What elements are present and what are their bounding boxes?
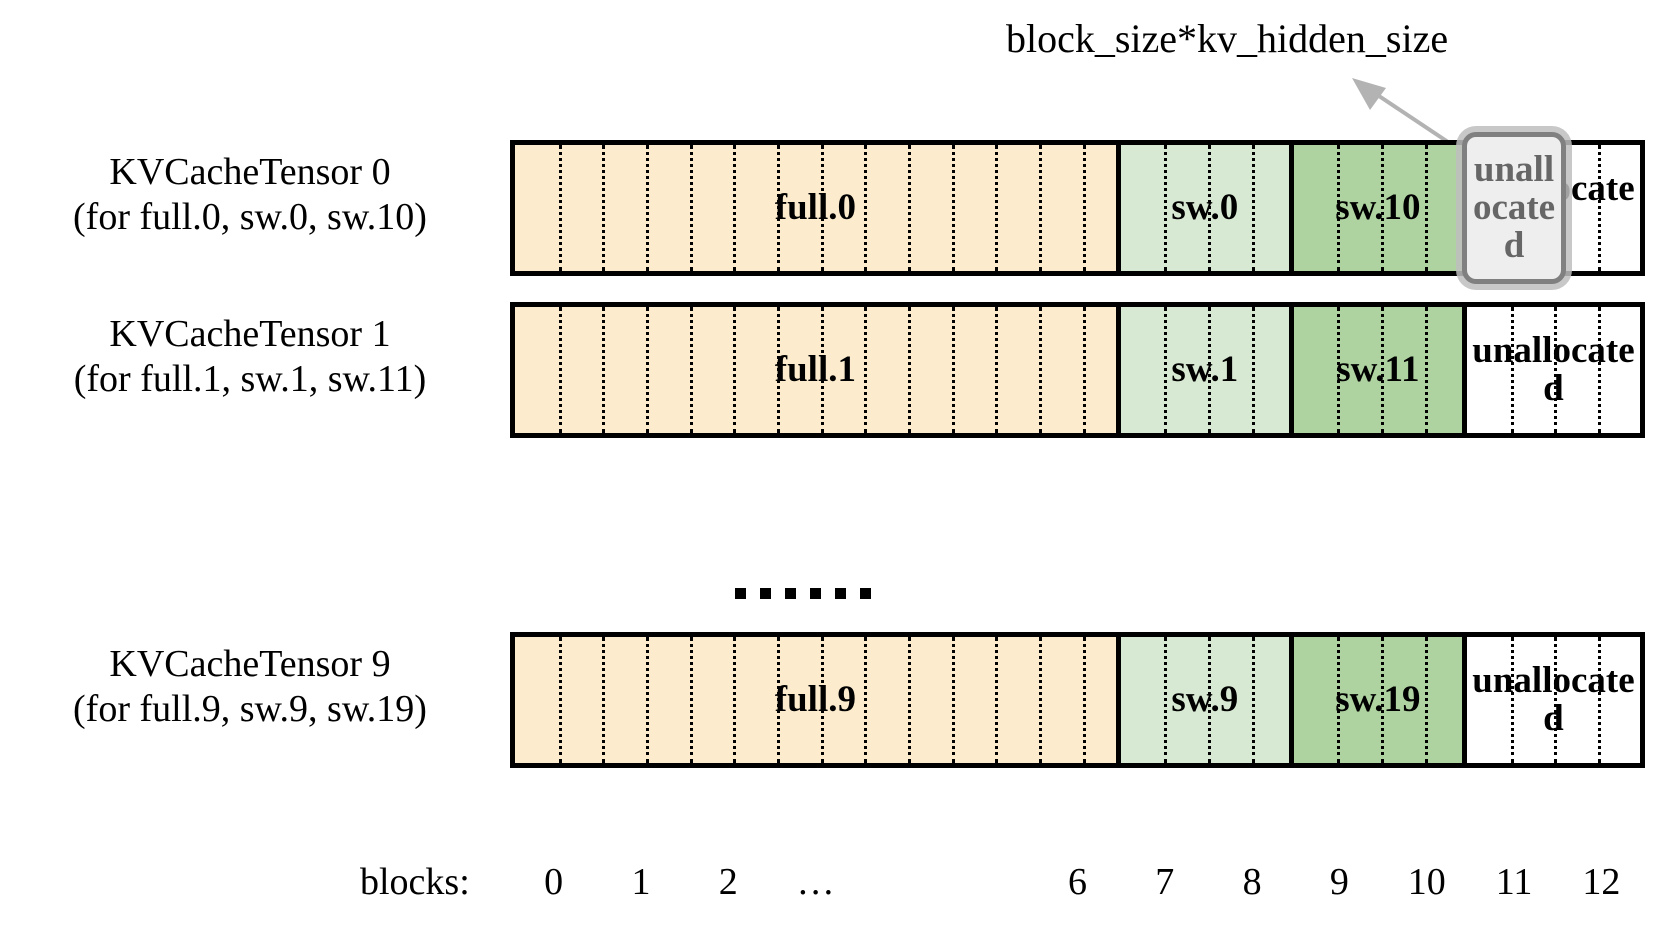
blocks-axis-tick: 2 [718, 861, 738, 903]
blocks-axis-tick: 12 [1582, 861, 1621, 903]
blocks-axis-tick: 1 [631, 861, 651, 903]
tensor-row-label: KVCacheTensor 1(for full.1, sw.1, sw.11) [10, 312, 490, 402]
blocks-axis-tick: 9 [1329, 861, 1349, 903]
block-divider-ticks [1294, 145, 1462, 271]
tensor-segment-sw-lo[interactable]: sw.0 [1120, 145, 1294, 271]
blocks-axis-tick: … [796, 861, 835, 903]
tensor-segment-full[interactable]: full.0 [515, 145, 1121, 271]
arrow-up-left-icon [1352, 78, 1450, 144]
blocks-axis-tick: 10 [1407, 861, 1446, 903]
tensor-segment-label: sw.9 [1171, 679, 1239, 721]
block-divider-ticks [515, 637, 1116, 763]
tensor-segment-full[interactable]: full.9 [515, 637, 1121, 763]
tensor-segment-label: sw.1 [1171, 349, 1239, 391]
tensor-segment-sw-lo[interactable]: sw.9 [1120, 637, 1294, 763]
block-divider-ticks [515, 145, 1116, 271]
tensor-row-label: KVCacheTensor 0(for full.0, sw.0, sw.10) [10, 150, 490, 240]
tensor-row-label-line1: KVCacheTensor 0 [109, 151, 391, 193]
tensor-segment-label: full.0 [774, 187, 856, 229]
block-divider-ticks [1121, 637, 1289, 763]
tensor-segment-sw-hi[interactable]: sw.19 [1293, 637, 1467, 763]
block-divider-ticks [1294, 637, 1462, 763]
tensor-segment-full[interactable]: full.1 [515, 307, 1121, 433]
ellipsis-dot [785, 588, 796, 599]
ellipsis-dot [810, 588, 821, 599]
tensor-segment-label: sw.10 [1335, 187, 1421, 229]
ellipsis-dot [860, 588, 871, 599]
tensor-segment-label: full.1 [774, 349, 856, 391]
kv-cache-tensor-bar[interactable]: full.1 sw.1 sw.11 unallocated [510, 302, 1645, 438]
block-divider-ticks [1294, 307, 1462, 433]
blocks-axis-tick: 6 [1068, 861, 1087, 903]
blocks-axis-tick: 8 [1242, 861, 1262, 903]
blocks-axis-tick: 7 [1155, 861, 1175, 903]
tensor-row-label-line2: (for full.9, sw.9, sw.19) [73, 687, 427, 730]
block-divider-ticks [1467, 637, 1640, 763]
ellipsis-dot [735, 588, 746, 599]
tensor-segment-label: sw.0 [1171, 187, 1239, 229]
blocks-axis-caption: blocks: [360, 861, 470, 903]
tensor-row-label-line1: KVCacheTensor 1 [109, 313, 391, 355]
tensor-segment-label: full.9 [774, 679, 856, 721]
tensor-segment-label: unallocated [1472, 660, 1635, 739]
tensor-segment-sw-lo[interactable]: sw.1 [1120, 307, 1294, 433]
tensor-segment-label: unallocated [1472, 330, 1635, 409]
blocks-axis-tick: 11 [1495, 861, 1533, 903]
tensor-row-label: KVCacheTensor 9(for full.9, sw.9, sw.19) [10, 642, 490, 732]
block-divider-ticks [1121, 307, 1289, 433]
tensor-segment-unallocated[interactable]: unallocated [1466, 637, 1640, 763]
rows-ellipsis [735, 588, 871, 599]
block-divider-ticks [1121, 145, 1289, 271]
tensor-segment-label: sw.19 [1335, 679, 1421, 721]
ellipsis-dot [835, 588, 846, 599]
blocks-axis-tick: 0 [544, 861, 564, 903]
block-divider-ticks [515, 307, 1116, 433]
block-size-highlight-box[interactable]: unallocated [1462, 132, 1566, 284]
kv-cache-tensor-bar[interactable]: full.9 sw.9 sw.19 unallocated [510, 632, 1645, 768]
tensor-row-label-line2: (for full.0, sw.0, sw.10) [73, 195, 427, 238]
tensor-segment-label: sw.11 [1336, 349, 1420, 391]
ellipsis-dot [760, 588, 771, 599]
tensor-segment-unallocated[interactable]: unallocated [1466, 307, 1640, 433]
tensor-segment-sw-hi[interactable]: sw.11 [1293, 307, 1467, 433]
tensor-segment-sw-hi[interactable]: sw.10 [1293, 145, 1467, 271]
tensor-row-label-line2: (for full.1, sw.1, sw.11) [73, 357, 427, 400]
callout-label: block_size*kv_hidden_size [1006, 16, 1449, 61]
tensor-row-label-line1: KVCacheTensor 9 [109, 643, 391, 685]
block-divider-ticks [1467, 307, 1640, 433]
